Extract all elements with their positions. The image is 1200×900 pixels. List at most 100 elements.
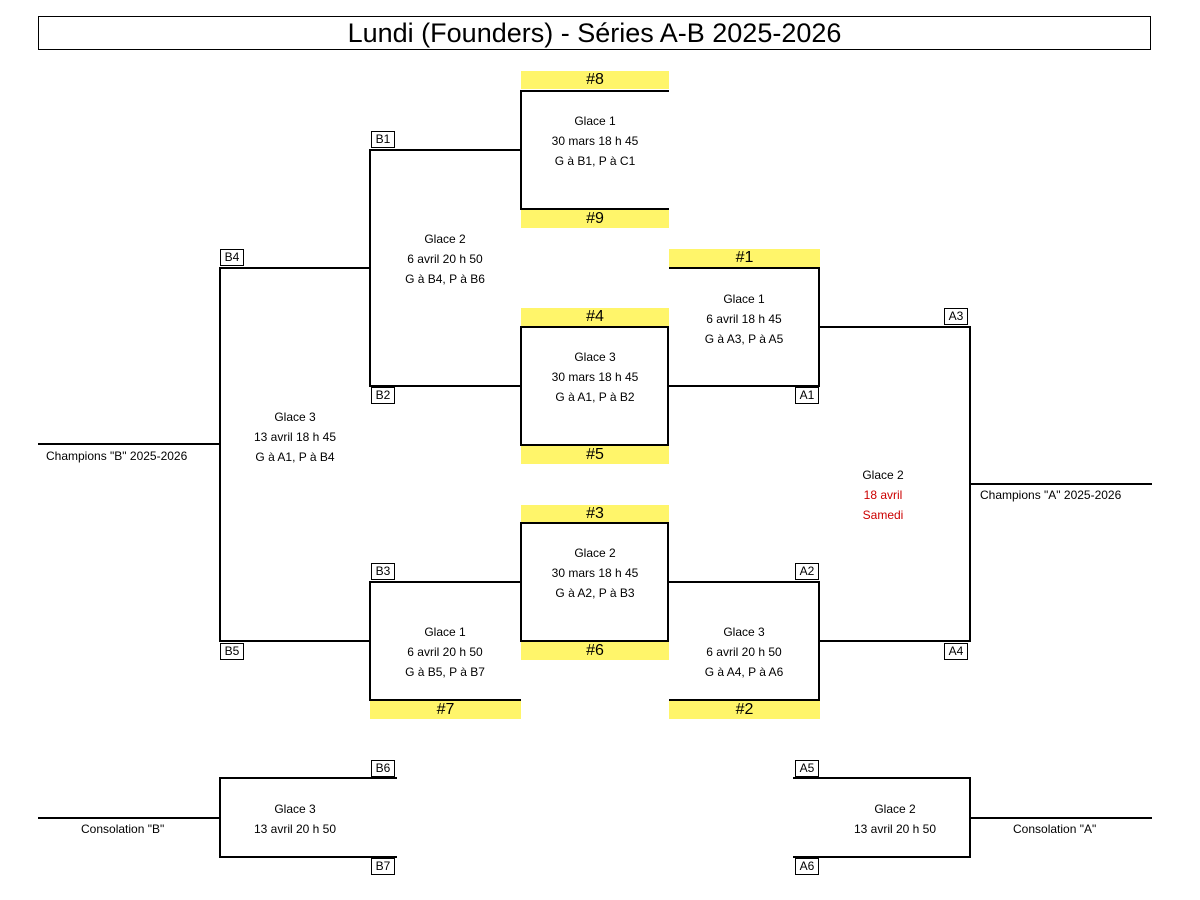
game-rink: Glace 2 (874, 802, 916, 816)
game-a-consolation: Glace 2 13 avril 20 h 50 (820, 799, 970, 839)
seed-9: #9 (521, 210, 669, 228)
bracket-line (370, 149, 521, 151)
slot-a4: A4 (944, 643, 968, 660)
slot-b4: B4 (220, 249, 244, 266)
bracket-line (669, 267, 820, 269)
slot-b7: B7 (371, 858, 395, 875)
bracket-line (521, 640, 669, 642)
seed-8: #8 (521, 71, 669, 89)
slot-a6: A6 (795, 858, 819, 875)
bracket-line (793, 777, 970, 779)
bracket-line (793, 856, 970, 858)
slot-a1: A1 (795, 387, 819, 404)
game-result: G à A3, P à A5 (704, 332, 784, 346)
game-a-final: Glace 2 18 avril Samedi (808, 465, 958, 525)
slot-a5: A5 (795, 760, 819, 777)
slot-b5: B5 (220, 643, 244, 660)
bracket-line (370, 581, 521, 583)
game-date: 13 avril 20 h 50 (853, 822, 937, 836)
seed-1: #1 (669, 249, 820, 267)
game-rink: Glace 3 (274, 410, 316, 424)
bracket-line (38, 817, 220, 819)
game-b3-7: Glace 1 6 avril 20 h 50 G à B5, P à B7 (370, 622, 520, 682)
game-result: G à A2, P à B3 (555, 586, 635, 600)
slot-b6: B6 (371, 760, 395, 777)
game-result: G à A1, P à B2 (555, 390, 635, 404)
bracket-line (820, 640, 970, 642)
bracket-line (667, 326, 669, 446)
game-rink: Glace 2 (424, 232, 466, 246)
slot-b3: B3 (371, 563, 395, 580)
bracket-line (220, 267, 370, 269)
game-b-final: Glace 3 13 avril 18 h 45 G à A1, P à B4 (220, 407, 370, 467)
seed-6: #6 (521, 642, 669, 660)
game-result: G à B4, P à B6 (405, 272, 485, 286)
bracket-line (219, 267, 221, 642)
bracket-line (220, 777, 397, 779)
champions-b-label: Champions "B" 2025-2026 (46, 449, 188, 463)
bracket-line (219, 777, 221, 858)
bracket-line (521, 444, 669, 446)
bracket-line (818, 267, 820, 387)
game-rink: Glace 2 (574, 546, 616, 560)
game-rink: Glace 2 (862, 468, 904, 482)
game-date: 6 avril 20 h 50 (407, 252, 483, 266)
game-rink: Glace 1 (424, 625, 466, 639)
game-rink: Glace 3 (274, 802, 316, 816)
slot-b1: B1 (371, 131, 395, 148)
bracket-line (370, 385, 521, 387)
game-date: 13 avril 20 h 50 (253, 822, 337, 836)
bracket-line (370, 699, 521, 701)
bracket-line (521, 90, 669, 92)
game-date: 30 mars 18 h 45 (551, 566, 639, 580)
bracket-line (369, 581, 371, 701)
bracket-line (818, 581, 820, 701)
bracket-line (970, 483, 1152, 485)
bracket-line (521, 326, 669, 328)
bracket-line (520, 90, 522, 210)
game-b1-b2: Glace 2 6 avril 20 h 50 G à B4, P à B6 (370, 229, 520, 289)
slot-a2: A2 (795, 563, 819, 580)
bracket-line (369, 149, 371, 387)
consolation-b-label: Consolation "B" (81, 822, 165, 836)
seed-2: #2 (669, 701, 820, 719)
game-rink: Glace 3 (723, 625, 765, 639)
bracket-line (970, 817, 1152, 819)
game-rink: Glace 1 (723, 292, 765, 306)
game-4-5: Glace 3 30 mars 18 h 45 G à A1, P à B2 (520, 347, 670, 407)
page-title: Lundi (Founders) - Séries A-B 2025-2026 (347, 17, 842, 48)
game-date: 6 avril 20 h 50 (706, 645, 782, 659)
game-date: 13 avril 18 h 45 (253, 430, 337, 444)
bracket-line (820, 326, 970, 328)
title-box: Lundi (Founders) - Séries A-B 2025-2026 (38, 16, 1151, 50)
game-result: G à A4, P à A6 (704, 665, 784, 679)
bracket-line (667, 522, 669, 642)
game-8-9: Glace 1 30 mars 18 h 45 G à B1, P à C1 (520, 111, 670, 171)
seed-7: #7 (370, 701, 521, 719)
seed-3: #3 (521, 505, 669, 523)
game-b-consolation: Glace 3 13 avril 20 h 50 (220, 799, 370, 839)
game-date: 6 avril 18 h 45 (706, 312, 782, 326)
game-date: 30 mars 18 h 45 (551, 134, 639, 148)
game-date: 6 avril 20 h 50 (407, 645, 483, 659)
consolation-a-label: Consolation "A" (1013, 822, 1097, 836)
game-result: G à B1, P à C1 (554, 154, 636, 168)
bracket-line (520, 326, 522, 446)
game-result: G à B5, P à B7 (405, 665, 485, 679)
seed-5: #5 (521, 446, 669, 464)
bracket-line (38, 443, 220, 445)
bracket-line (669, 699, 820, 701)
game-date: 18 avril (863, 488, 903, 502)
game-rink: Glace 3 (574, 350, 616, 364)
bracket-line (520, 522, 522, 642)
game-result: G à A1, P à B4 (255, 450, 335, 464)
bracket-line (669, 581, 820, 583)
bracket-line (220, 856, 397, 858)
game-a2-2: Glace 3 6 avril 20 h 50 G à A4, P à A6 (669, 622, 819, 682)
bracket-line (669, 385, 820, 387)
game-day: Samedi (862, 508, 904, 522)
game-date: 30 mars 18 h 45 (551, 370, 639, 384)
slot-a3: A3 (944, 308, 968, 325)
game-3-6: Glace 2 30 mars 18 h 45 G à A2, P à B3 (520, 543, 670, 603)
